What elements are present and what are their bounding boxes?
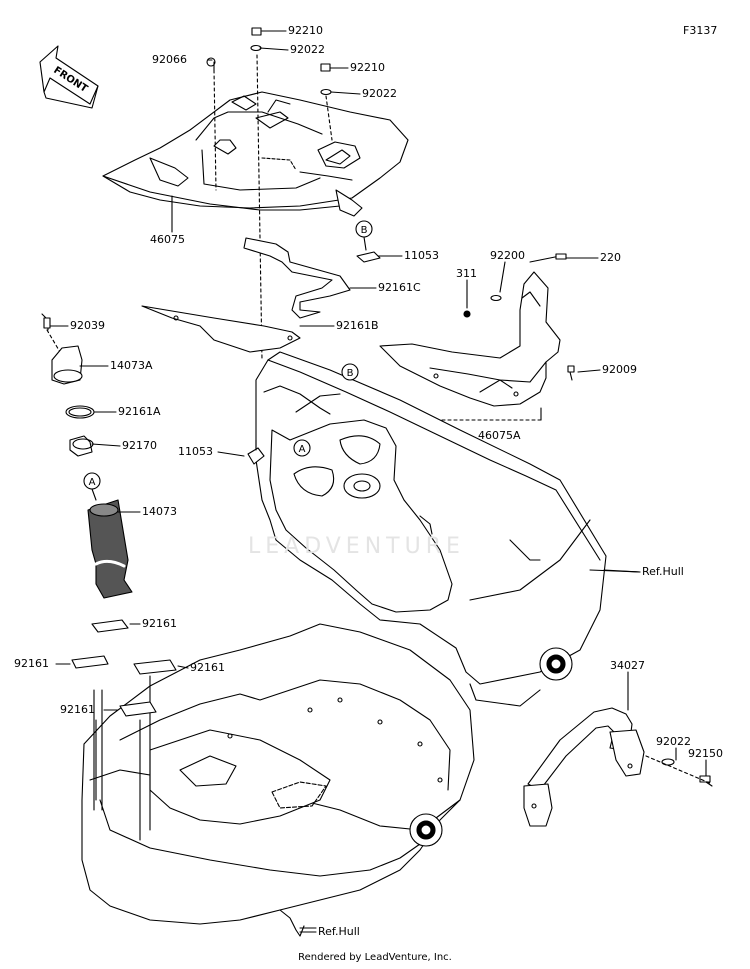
part-label[interactable]: 14073 [142,505,177,518]
callout-b-top [355,220,381,263]
part-label[interactable]: 92210 [350,61,385,74]
part-label[interactable]: 34027 [610,659,645,672]
filler-assembly [41,313,133,599]
part-label[interactable]: 92022 [656,735,691,748]
handle-34027 [523,671,713,827]
part-label[interactable]: 11053 [178,445,213,458]
part-label[interactable]: 220 [600,251,621,264]
part-label[interactable]: 92210 [288,24,323,37]
part-label[interactable]: 92161B [336,319,379,332]
part-label[interactable]: 46075 [150,233,185,246]
part-label[interactable]: 11053 [404,249,439,262]
pads-92161 [71,619,177,717]
seat-cover-46075 [102,57,409,217]
gasket-92161b [141,305,301,353]
figure-code: F3137 [683,24,718,37]
part-label[interactable]: 14073A [110,359,153,372]
part-label[interactable]: 92161C [378,281,421,294]
rear-cover-46075a [379,253,575,421]
callout-a-label-2: A [89,477,96,488]
callout-b-label-2: B [347,368,354,379]
gasket-92161c [243,237,351,319]
upper-deck [247,351,641,707]
part-label[interactable]: 92009 [602,363,637,376]
ref-hull-label[interactable]: Ref.Hull [318,925,360,938]
part-label[interactable]: 92161 [60,703,95,716]
part-label[interactable]: 92150 [688,747,723,760]
part-label[interactable]: 92022 [362,87,397,100]
part-label[interactable]: 311 [456,267,477,280]
part-label[interactable]: 92039 [70,319,105,332]
part-label[interactable]: 92200 [490,249,525,262]
credit-text: Rendered by LeadVenture, Inc. [298,952,452,963]
watermark: LEADVENTURE [248,534,465,559]
part-label[interactable]: 92161 [190,661,225,674]
part-label[interactable]: 92066 [152,53,187,66]
part-label[interactable]: 92161 [142,617,177,630]
leader-lines [49,30,707,933]
callout-b-label: B [361,225,368,236]
callout-a-label: A [299,444,306,455]
part-label[interactable]: 92161A [118,405,161,418]
lower-hull [81,623,475,937]
part-label[interactable]: 92161 [14,657,49,670]
part-label[interactable]: 46075A [478,429,521,442]
part-label[interactable]: 92022 [290,43,325,56]
ref-hull-label[interactable]: Ref.Hull [642,565,684,578]
part-label[interactable]: 92170 [122,439,157,452]
front-arrow-icon [39,45,99,109]
